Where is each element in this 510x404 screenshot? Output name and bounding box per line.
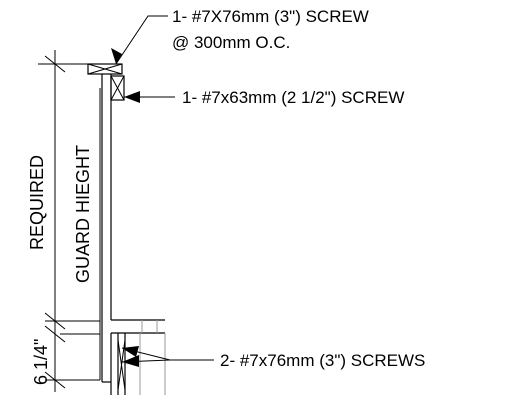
- top-screw-leader: [111, 15, 168, 65]
- top-screw-spacing: @ 300mm O.C.: [172, 33, 290, 52]
- bottom-screws-callout: 2- #7x76mm (3") SCREWS: [220, 351, 425, 370]
- rail-block: [110, 75, 125, 101]
- offset-label: 6 1/4": [31, 339, 51, 385]
- guard-post: [101, 74, 112, 383]
- dimension-offset: [44, 330, 100, 392]
- mid-screw-leader: [124, 91, 175, 103]
- dimension-required: [38, 50, 100, 332]
- mid-screw-callout: 1- #7x63mm (2 1/2") SCREW: [182, 88, 404, 107]
- deck-edge: [110, 319, 166, 395]
- top-rail: [87, 63, 123, 75]
- bottom-screws-leader: [121, 346, 214, 367]
- top-screw-callout: 1- #7X76mm (3") SCREW: [172, 7, 369, 26]
- guard-height-label: GUARD HIEGHT: [73, 145, 93, 283]
- required-label: REQUIRED: [27, 155, 47, 250]
